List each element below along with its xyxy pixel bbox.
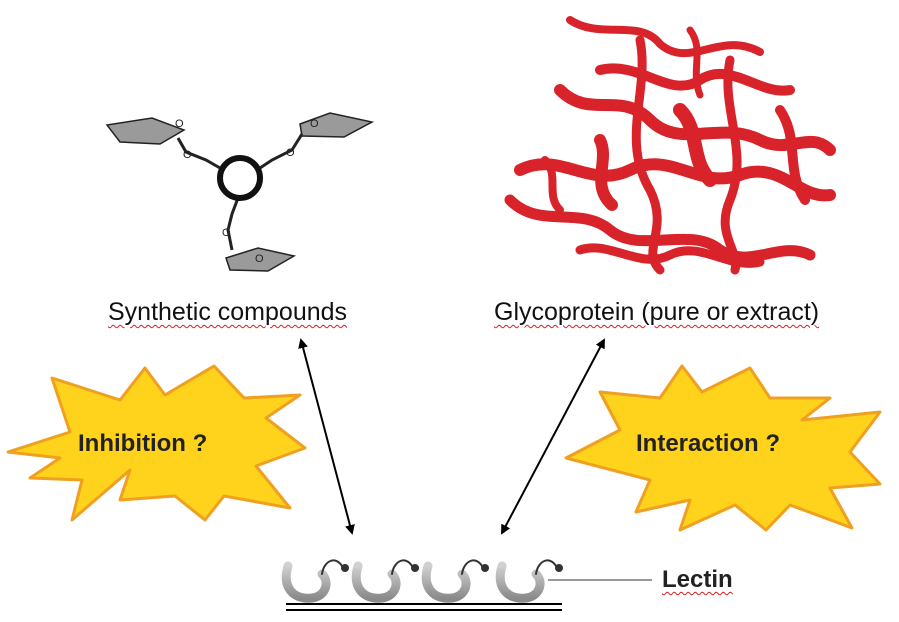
inhibition-burst <box>6 364 307 522</box>
svg-text:O: O <box>183 149 192 161</box>
sugar-ring-left <box>105 117 186 145</box>
svg-text:O: O <box>222 227 231 239</box>
inhibition-label: Inhibition ? <box>78 430 208 457</box>
glycoprotein-label: Glycoprotein (pure or extract) <box>494 298 820 326</box>
interaction-burst <box>564 364 882 532</box>
interaction-label: Interaction ? <box>636 430 781 457</box>
svg-text:O: O <box>175 118 184 130</box>
lectin-label: Lectin <box>662 566 733 593</box>
glycoprotein-structure <box>504 16 836 275</box>
arrow-glycoprotein-lectin <box>501 338 605 535</box>
arrow-synthetic-lectin <box>298 338 355 535</box>
sugar-ring-bottom <box>225 247 297 272</box>
svg-text:O: O <box>255 253 264 265</box>
svg-text:O: O <box>286 147 295 159</box>
svg-text:O: O <box>310 118 319 130</box>
synthetic-compound-structure: O O O O O O <box>105 112 375 272</box>
lectin-array <box>281 559 652 611</box>
synthetic-compounds-label: Synthetic compounds <box>108 298 348 326</box>
